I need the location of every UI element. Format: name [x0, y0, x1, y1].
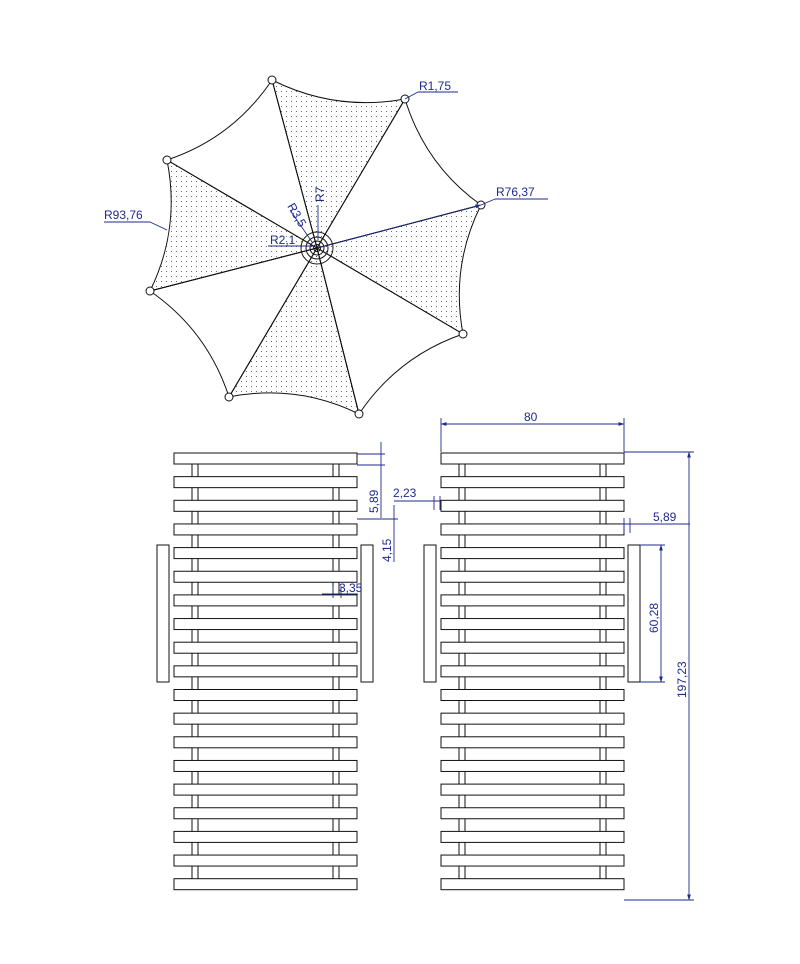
- canopy-panel: [315, 97, 483, 249]
- right-armrest: [360, 544, 374, 683]
- umbrella-rib: [228, 247, 318, 398]
- lounger-slat: [440, 499, 625, 512]
- canopy-panel: [316, 246, 465, 416]
- canopy-panel: [228, 246, 360, 415]
- lounger-slat: [173, 594, 358, 607]
- lounger-slat: [173, 759, 358, 772]
- lounger-slats: [173, 452, 358, 891]
- umbrella-rib: [149, 247, 318, 292]
- lounger-slat: [440, 736, 625, 749]
- left-armrest: [156, 544, 170, 683]
- left-armrest-2: [423, 544, 437, 683]
- lounger-slat: [440, 807, 625, 820]
- lounger-slat: [173, 830, 358, 843]
- dim-side-gap: 5,89: [653, 510, 677, 524]
- dim-rib-radius: R76,37: [496, 185, 535, 199]
- umbrella-rib: [316, 247, 464, 335]
- canopy-panel: [165, 78, 318, 250]
- lounger-slat: [173, 570, 358, 583]
- dim-overall-length: 197,23: [675, 661, 689, 698]
- lounger-slat: [173, 547, 358, 560]
- dim-rail-width: 3,35: [339, 581, 363, 595]
- umbrella-hub: [300, 231, 334, 265]
- lounger-slat: [440, 830, 625, 843]
- lounger-right-view: 80 5,89 60,28 197,23: [423, 410, 694, 901]
- lounger-slat: [440, 878, 625, 891]
- lounger-slat: [173, 689, 358, 701]
- lounger-slat: [440, 523, 625, 536]
- lounger-slat: [173, 618, 358, 631]
- umbrella-top-view: R1,75 R76,37 R93,76 R7 R3,5 R2,1: [104, 75, 548, 419]
- lounger-slat: [173, 476, 358, 489]
- lounger-left-view: 5,89 4,15 3,35 2,23: [156, 442, 444, 891]
- rib-tip: [162, 155, 172, 165]
- lounger-slat: [440, 665, 625, 678]
- rib-tip: [458, 329, 468, 339]
- rib-tip: [354, 409, 364, 419]
- lounger-slat: [173, 712, 358, 725]
- umbrella-rib: [271, 79, 318, 249]
- dim-offset: 2,23: [393, 486, 417, 500]
- dim-slat-width: 4,15: [380, 538, 394, 562]
- lounger-slat: [173, 878, 358, 891]
- lounger-slat: [440, 689, 625, 701]
- lounger-slat: [173, 452, 358, 465]
- rib-tip: [224, 392, 234, 402]
- lounger-slat: [173, 665, 358, 678]
- lounger-slat: [173, 736, 358, 749]
- umbrella-ribs: [149, 79, 482, 415]
- dim-canopy-radius: R93,76: [104, 208, 143, 222]
- lounger-slat: [173, 807, 358, 820]
- dim-armrest-length: 60,28: [647, 603, 661, 633]
- dim-hub-outer: R7: [313, 186, 327, 202]
- lounger-slat: [173, 783, 358, 796]
- umbrella-rib: [316, 247, 360, 415]
- umbrella-rib: [316, 98, 406, 249]
- lounger-slat: [440, 641, 625, 654]
- rib-tip: [267, 75, 277, 85]
- lounger-slat: [440, 570, 625, 583]
- canopy-panel: [271, 79, 406, 250]
- right-armrest-2: [627, 544, 641, 683]
- lounger-slat: [440, 783, 625, 796]
- dim-slat-gap: 5,89: [367, 489, 381, 513]
- lounger-slat: [173, 854, 358, 867]
- umbrella-rib: [166, 159, 318, 249]
- lounger-slat: [173, 641, 358, 654]
- lounger-slat: [440, 759, 625, 772]
- lounger-slat: [440, 594, 625, 607]
- lounger-slat: [440, 476, 625, 489]
- lounger-right-dimensions: 80 5,89 60,28 197,23: [440, 410, 694, 901]
- dim-overall-width: 80: [524, 410, 538, 424]
- dim-hub-inner: R2,1: [270, 233, 296, 247]
- canopy-panel: [148, 247, 319, 399]
- lounger-slat: [440, 712, 625, 725]
- lounger-slat: [440, 854, 625, 867]
- umbrella-rib-tips: [145, 75, 486, 419]
- rib-tip: [145, 286, 155, 296]
- lounger-slat: [440, 452, 625, 465]
- lounger-slat: [440, 618, 625, 631]
- lounger-slat: [173, 523, 358, 536]
- lounger-slats-2: [440, 452, 625, 891]
- lounger-slat: [440, 547, 625, 560]
- dim-tip-radius: R1,75: [419, 79, 451, 93]
- lounger-slat: [173, 499, 358, 512]
- lounger-left-dimensions: 5,89 4,15 3,35 2,23: [322, 442, 444, 598]
